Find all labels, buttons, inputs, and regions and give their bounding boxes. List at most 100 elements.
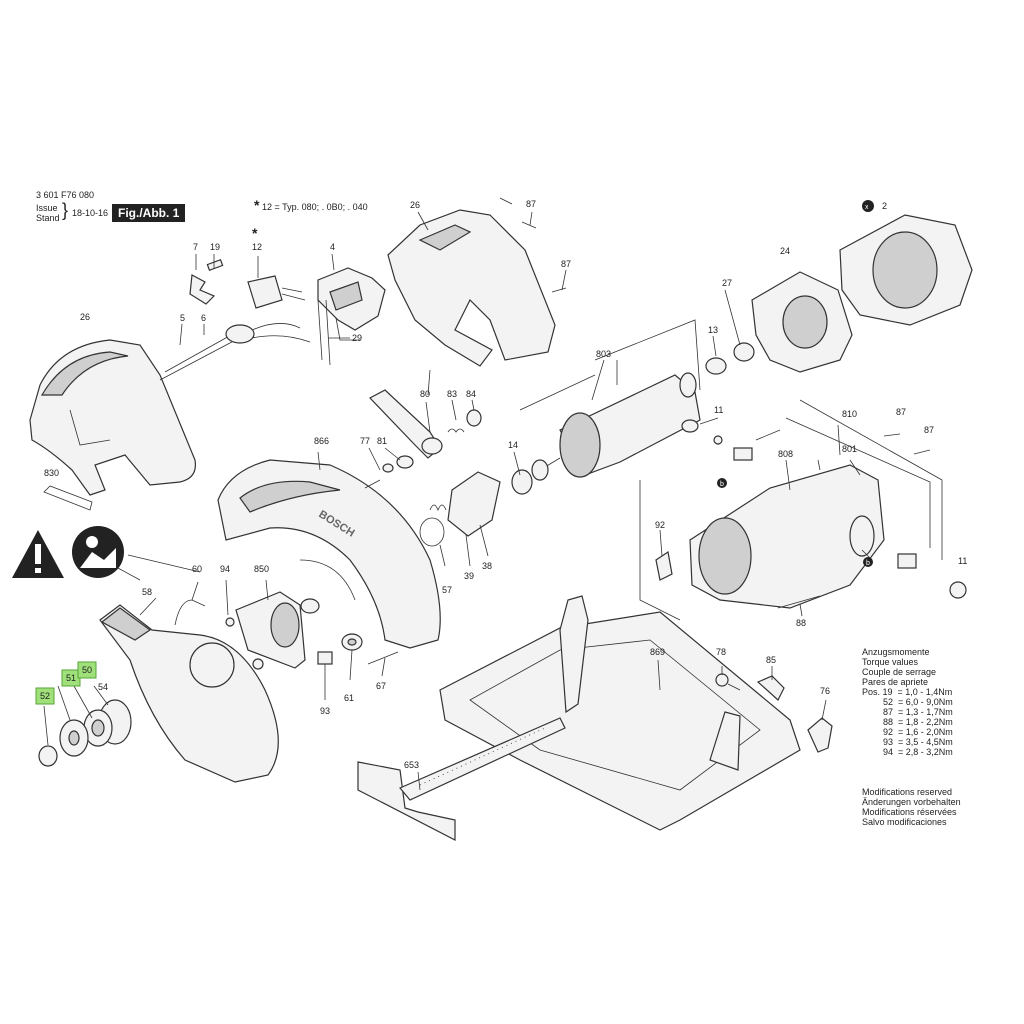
label-87a: 87 [526,199,536,209]
torque-title-en: Torque values [862,657,919,667]
marker-b2: b [866,560,870,567]
parallel-guide-653 [357,717,566,841]
stand-label: Stand [36,213,60,223]
bearings-13-27 [705,342,755,375]
header-brace: } [62,200,69,220]
label-7: 7 [193,242,198,252]
label-24: 24 [780,246,790,256]
issue-label: Issue [36,203,58,213]
torque-title-de: Anzugsmomente [862,647,930,657]
screw-78 [715,673,741,691]
label-88: 88 [796,618,806,628]
label-80: 80 [420,389,430,399]
label-77: 77 [360,436,370,446]
label-11a: 11 [714,405,723,415]
torque-row: 92 = 1,6 - 2,0Nm [883,727,953,737]
label-87b: 87 [561,259,571,269]
flange-850 [225,591,320,670]
marker-b2-icon [863,557,873,567]
torque-title-fr: Couple de serrage [862,667,937,677]
modifications-fr: Modifications réservées [862,807,957,817]
label-93: 93 [320,706,330,716]
blade-guard-866 [217,459,441,649]
torque-row: Pos. 19 = 1,0 - 1,4Nm [862,687,953,697]
blade-washers [38,699,132,767]
warning-triangle-icon [12,530,64,578]
cable-clamp-7 [189,259,224,305]
armature-803 [539,372,701,478]
motor-housing-808 [689,464,885,609]
figure-label: Fig./Abb. 1 [112,204,186,222]
leader-lines [43,211,943,791]
label-60: 60 [192,564,202,574]
label-39: 39 [464,571,474,581]
highlight-50 [77,661,97,679]
label-5: 5 [180,313,185,323]
label-11b: 11 [958,556,967,566]
handle-housing-26 [387,209,556,367]
label-84: 84 [466,389,476,399]
label-92: 92 [655,520,665,530]
label-29: 29 [352,333,362,343]
label-85: 85 [766,655,776,665]
clamp-85 [756,675,785,701]
marker-b1-icon [717,478,727,488]
spring-60 [174,599,206,626]
label-87d: 87 [924,425,934,435]
label-58: 58 [142,587,152,597]
label-81: 81 [377,436,387,446]
label-12: 12 [252,242,262,252]
marker-x: x [865,204,869,211]
label-808: 808 [778,449,793,459]
modifications-es: Salvo modificaciones [862,817,947,827]
lever-80 [369,389,443,459]
hex-key-830 [43,485,93,511]
modifications-note: Modifications reserved Änderungen vorbeh… [862,787,961,827]
torque-row: 94 = 2,8 - 3,2Nm [883,747,953,757]
torque-row: 88 = 1,8 - 2,2Nm [883,717,953,727]
lower-guard-58 [99,604,279,783]
label-810: 810 [842,409,857,419]
base-plate-869 [439,595,801,831]
label-87c: 87 [896,407,906,417]
label-50: 50 [82,665,92,675]
stator-2 [839,214,973,326]
screw-93 [317,651,333,678]
label-38: 38 [482,561,492,571]
plate-38 [447,471,501,537]
doc-number: 3 601 F76 080 [36,190,95,200]
torque-row: 52 = 6,0 - 9,0Nm [883,697,953,707]
bearings-14 [511,459,549,495]
washers-77-81 [364,455,414,489]
rear-handle-26 [29,339,197,496]
nut-61 [341,633,363,651]
typ-text: 12 = Typ. 080; . 0B0; . 040 [261,202,368,212]
torque-row: 93 = 3,5 - 4,5Nm [883,737,953,747]
screw-87 [499,197,931,455]
highlight-52 [35,687,55,705]
switch-4 [317,267,386,366]
label-12-star: * [252,225,258,241]
label-52: 52 [40,691,50,701]
marker-b1: b [720,481,724,488]
label-6: 6 [201,313,206,323]
label-19: 19 [210,242,220,252]
brush-holders-801 [681,419,967,599]
clip-92 [655,550,673,581]
label-26b: 26 [410,200,420,210]
pin-67 [367,651,399,665]
label-26a: 26 [80,312,90,322]
issue-date: 18-10-16 [72,208,109,218]
label-57: 57 [442,585,452,595]
label-14: 14 [508,440,518,450]
label-830: 830 [44,468,59,478]
label-866: 866 [314,436,329,446]
label-653: 653 [404,760,419,770]
modifications-de: Änderungen vorbehalten [862,797,961,807]
modifications-en: Modifications reserved [862,787,953,797]
shroud-hole [782,295,828,349]
label-78: 78 [716,647,726,657]
power-cord-assembly [159,323,311,381]
label-67: 67 [376,681,386,691]
